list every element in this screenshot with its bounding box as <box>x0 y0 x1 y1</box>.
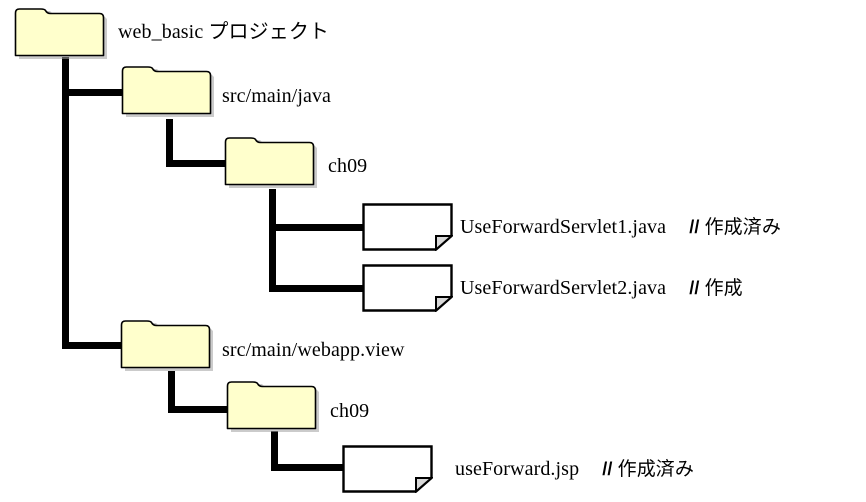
connector-root-to-webapp-view <box>62 342 124 349</box>
label-useforward-jsp-text: useForward.jsp <box>455 458 580 480</box>
label-root: web_basic プロジェクト <box>118 21 329 43</box>
label-useforwardservlet2-slash: // <box>689 278 700 298</box>
folder-icon-src-main-java[interactable] <box>121 66 217 118</box>
label-useforward-jsp-comment: 作成済み <box>617 458 694 480</box>
connector-root-to-src-main-java <box>62 89 124 96</box>
connector-ch09-java-stem <box>269 189 276 292</box>
connector-ch09-webapp-stem <box>271 431 278 471</box>
label-ch09-java: ch09 <box>328 155 367 177</box>
label-webapp-view: src/main/webapp.view <box>222 339 405 361</box>
label-ch09-webapp-text: ch09 <box>330 400 370 422</box>
connector-src-main-java-to-ch09 <box>166 160 228 167</box>
label-webapp-view-text: src/main/webapp.view <box>222 339 405 361</box>
label-useforwardservlet1-comment: 作成済み <box>704 216 781 238</box>
label-root-text: web_basic プロジェクト <box>118 21 330 43</box>
file-icon-useforwardservlet2[interactable] <box>362 264 453 312</box>
folder-icon-webapp-view[interactable] <box>120 320 216 372</box>
label-src-main-java-text: src/main/java <box>222 85 332 107</box>
label-useforwardservlet1-text: UseForwardServlet1.java <box>460 216 667 238</box>
connector-root-trunk <box>62 57 69 349</box>
label-useforwardservlet2-text: UseForwardServlet2.java <box>460 277 667 299</box>
folder-icon-ch09-webapp[interactable] <box>226 381 322 433</box>
folder-icon-root[interactable] <box>14 8 110 60</box>
label-useforward-jsp: useForward.jsp // 作成済み <box>455 458 694 480</box>
connector-ch09-to-servlet2 <box>269 285 365 292</box>
connector-src-main-java-stem <box>166 119 173 167</box>
label-useforwardservlet2: UseForwardServlet2.java // 作成 <box>460 277 743 299</box>
label-useforwardservlet1: UseForwardServlet1.java // 作成済み <box>460 216 781 238</box>
folder-icon-ch09-java[interactable] <box>224 137 320 189</box>
connector-ch09-to-servlet1 <box>269 224 365 231</box>
label-useforward-jsp-slash: // <box>602 459 613 479</box>
label-src-main-java: src/main/java <box>222 85 331 107</box>
connector-ch09-to-useforward-jsp <box>271 464 347 471</box>
file-icon-useforward-jsp[interactable] <box>342 445 433 493</box>
connector-webapp-view-stem <box>168 371 175 413</box>
label-useforwardservlet2-comment: 作成 <box>704 277 743 299</box>
label-useforwardservlet1-slash: // <box>689 217 700 237</box>
file-icon-useforwardservlet1[interactable] <box>362 203 453 251</box>
label-ch09-java-text: ch09 <box>328 155 368 177</box>
label-ch09-webapp: ch09 <box>330 400 369 422</box>
connector-webapp-view-to-ch09 <box>168 406 230 413</box>
